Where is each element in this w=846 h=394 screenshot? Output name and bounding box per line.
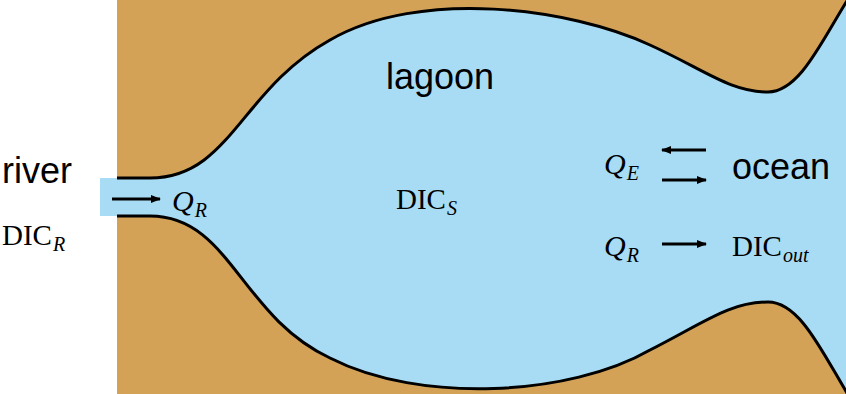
- quantity-symbol: Q: [172, 186, 194, 216]
- subscript: E: [627, 163, 639, 183]
- subscript: R: [195, 200, 207, 220]
- place-name: ocean: [732, 149, 830, 185]
- subscript: R: [627, 245, 639, 265]
- quantity-symbol: Q: [604, 149, 626, 179]
- subscript: S: [447, 198, 457, 218]
- quantity-symbol: DIC: [2, 221, 52, 250]
- subscript: out: [783, 245, 809, 265]
- quantity-symbol: DIC: [732, 232, 782, 261]
- subscript: R: [53, 234, 65, 254]
- quantity-symbol: DIC: [396, 185, 446, 214]
- quantity-symbol: Q: [604, 231, 626, 261]
- place-name: river: [2, 153, 72, 189]
- region-name: lagoon: [386, 59, 494, 95]
